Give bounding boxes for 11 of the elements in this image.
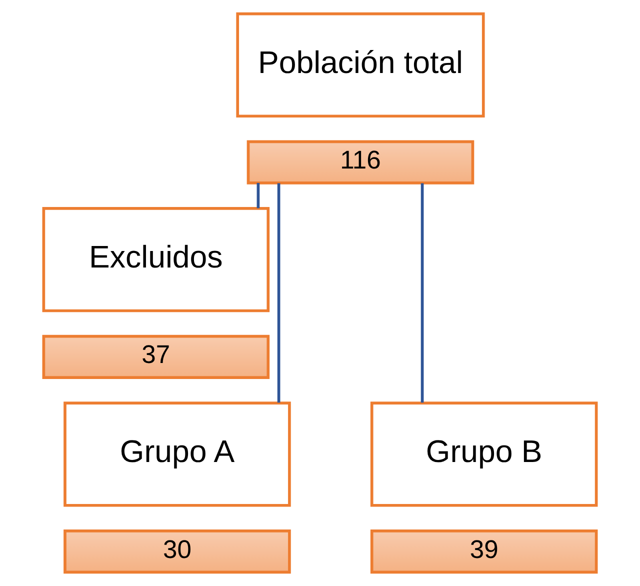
node-box: Excluidos (42, 207, 270, 312)
node-box: Grupo B (370, 402, 598, 507)
node-box: Población total (236, 12, 485, 118)
connector (277, 183, 280, 403)
connector (256, 182, 260, 208)
node-box: 116 (246, 140, 474, 184)
node-box: 39 (370, 530, 598, 574)
node-box: 37 (42, 334, 270, 379)
node-box: 30 (64, 530, 291, 574)
node-box: Grupo A (64, 402, 291, 507)
connector (420, 183, 424, 403)
